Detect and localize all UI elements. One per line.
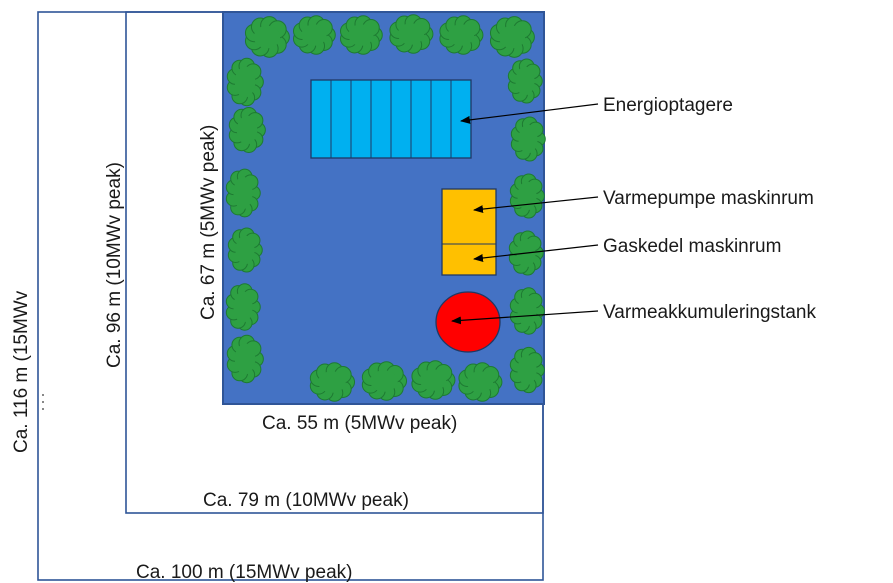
stray-mark <box>42 401 44 403</box>
tree-canopy-center <box>318 371 346 393</box>
tree-canopy-center <box>515 66 535 96</box>
tree-canopy-center <box>234 66 256 98</box>
tree-icon <box>458 362 503 402</box>
label-collectors: Energioptagere <box>603 95 733 116</box>
tree-canopy-center <box>498 25 526 49</box>
storage-tank <box>435 291 501 353</box>
tree-canopy-center <box>517 355 537 385</box>
tree-icon <box>489 16 535 58</box>
tree-canopy-center <box>419 369 447 391</box>
tree-canopy-center <box>234 343 256 375</box>
arrow-icon <box>451 310 599 325</box>
dim-outer-width: Ca. 100 m (15MWv peak) <box>136 562 352 583</box>
tree-icon <box>509 346 545 394</box>
tree-canopy-center <box>466 371 494 393</box>
tree-icon <box>292 15 336 55</box>
arrow-icon <box>473 244 599 262</box>
dim-outer-height: Ca. 116 m (15MWv <box>11 290 32 453</box>
tree-canopy-center <box>348 24 374 46</box>
tree-icon <box>439 15 484 55</box>
stray-mark <box>42 394 44 396</box>
tree-icon <box>226 57 264 107</box>
tree-icon <box>507 58 543 104</box>
tree-icon <box>339 15 383 55</box>
tree-icon <box>225 283 261 331</box>
tree-canopy-center <box>517 181 537 211</box>
label-storage-tank: Varmeakkumuleringstank <box>603 302 816 323</box>
tree-canopy-center <box>233 176 253 210</box>
tree-icon <box>361 361 408 401</box>
dim-middle-height: Ca. 96 m (10MWv peak) <box>104 162 125 368</box>
tree-canopy-center <box>233 291 253 323</box>
tree-icon <box>508 230 544 276</box>
heat-pump-machine-room <box>441 188 497 276</box>
tree-icon <box>510 116 546 162</box>
arrow-icon <box>460 103 599 124</box>
dim-inner-width: Ca. 55 m (5MWv peak) <box>262 413 457 434</box>
tree-belt <box>225 14 546 402</box>
label-heat-pump: Varmepumpe maskinrum <box>603 188 814 209</box>
tree-icon <box>389 14 434 54</box>
tree-canopy-center <box>236 115 258 145</box>
dim-inner-height: Ca. 67 m (5MWv peak) <box>198 125 219 320</box>
tree-icon <box>509 173 545 219</box>
tree-canopy-center <box>517 295 537 327</box>
tree-icon <box>228 107 266 153</box>
tree-canopy-center <box>518 124 538 154</box>
tree-canopy-center <box>370 370 398 392</box>
stray-mark <box>42 408 44 410</box>
tree-icon <box>309 362 356 402</box>
tree-icon <box>244 16 290 58</box>
tree-canopy-center <box>253 25 281 49</box>
collector-field <box>310 79 472 159</box>
tree-icon <box>226 334 264 384</box>
dim-middle-width: Ca. 79 m (10MWv peak) <box>203 490 409 511</box>
tree-icon <box>509 287 545 335</box>
tree-icon <box>227 227 263 273</box>
label-gas-boiler: Gaskedel maskinrum <box>603 236 781 257</box>
arrow-icon <box>473 196 599 214</box>
tree-canopy-center <box>447 24 475 46</box>
tree-canopy-center <box>397 23 425 45</box>
tree-canopy-center <box>235 235 255 265</box>
tree-icon <box>411 360 456 400</box>
tree-canopy-center <box>301 24 327 46</box>
tree-icon <box>225 168 261 218</box>
